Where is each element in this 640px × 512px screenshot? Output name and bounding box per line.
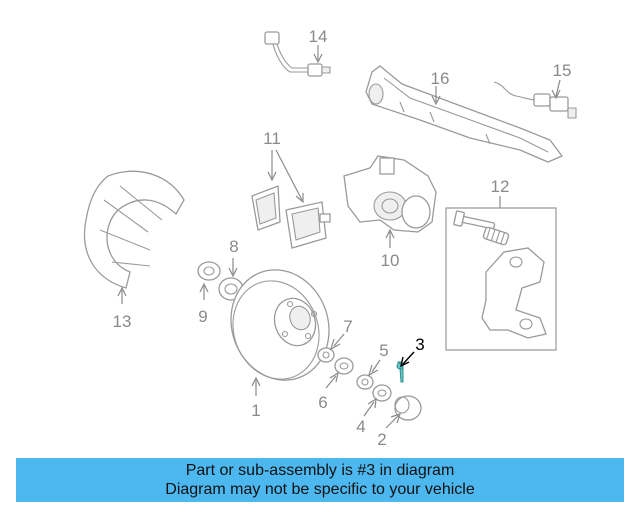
part-12-carrier-kit[interactable]	[446, 208, 556, 350]
part-10-caliper[interactable]	[344, 156, 436, 232]
callout-label-15: 15	[553, 61, 572, 80]
callout-2: 2	[377, 413, 401, 449]
callout-4: 4	[356, 397, 377, 436]
callout-14: 14	[309, 27, 328, 64]
callout-label-7: 7	[343, 317, 352, 336]
part-13-splash-shield[interactable]	[85, 171, 184, 288]
part-6-bearing[interactable]	[335, 358, 353, 374]
callout-label-1: 1	[251, 401, 260, 420]
callout-15: 15	[551, 61, 572, 100]
callout-10: 10	[381, 228, 400, 270]
part-16-control-arm[interactable]	[366, 66, 562, 162]
part-1-rotor[interactable]	[216, 256, 345, 394]
callout-label-4: 4	[356, 417, 365, 436]
banner-line-disclaimer: Diagram may not be specific to your vehi…	[165, 481, 475, 498]
callout-label-13: 13	[113, 312, 132, 331]
info-banner: Part or sub-assembly is #3 in diagram Di…	[16, 458, 624, 502]
part-5-washer[interactable]	[357, 375, 373, 389]
callout-5: 5	[368, 341, 389, 377]
callout-label-6: 6	[318, 393, 327, 412]
callout-11: 11	[263, 129, 304, 204]
callout-6: 6	[318, 371, 339, 412]
part-4-nut[interactable]	[373, 385, 391, 401]
callout-16: 16	[431, 69, 450, 106]
callout-label-10: 10	[381, 251, 400, 270]
callout-label-5: 5	[379, 341, 388, 360]
part-11-brake-pads[interactable]	[252, 186, 330, 248]
parts-diagram: 14 16 15 11 10 12 13 9 8	[0, 27, 640, 449]
callout-label-2: 2	[377, 430, 386, 449]
callout-7: 7	[330, 317, 353, 351]
callout-1: 1	[251, 376, 261, 420]
callout-label-3: 3	[415, 335, 424, 354]
callout-label-9: 9	[198, 307, 207, 326]
callout-label-16: 16	[431, 69, 450, 88]
callout-3: 3	[399, 335, 425, 368]
callout-13: 13	[113, 286, 132, 331]
part-9-seal[interactable]	[198, 262, 220, 280]
part-14-brake-hose[interactable]	[265, 32, 330, 76]
callout-label-8: 8	[229, 237, 238, 256]
callout-label-11: 11	[263, 129, 281, 148]
part-15-wear-sensor[interactable]	[494, 82, 576, 118]
callout-8: 8	[228, 237, 239, 278]
part-2-dust-cap[interactable]	[395, 396, 421, 420]
banner-line-part: Part or sub-assembly is #3 in diagram	[185, 462, 455, 479]
part-7-bearing-cone[interactable]	[318, 348, 334, 362]
callout-label-12: 12	[491, 177, 510, 196]
callout-12: 12	[491, 177, 510, 208]
callout-label-14: 14	[309, 27, 328, 46]
callout-9: 9	[198, 282, 209, 326]
